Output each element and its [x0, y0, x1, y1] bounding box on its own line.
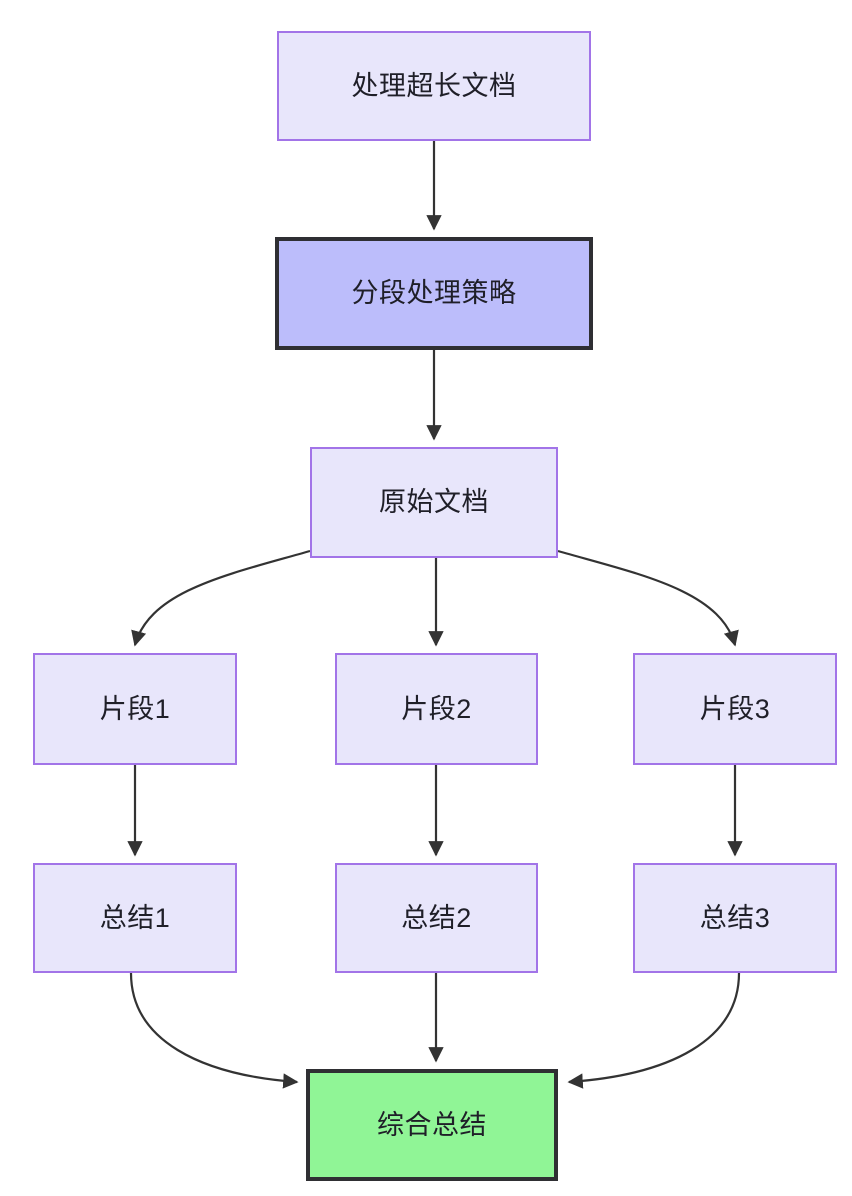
node-summary-3[interactable]: 总结3 [633, 863, 837, 973]
node-label: 总结3 [699, 902, 771, 933]
node-label: 总结1 [99, 902, 171, 933]
edge-original-to-frag1 [131, 549, 311, 647]
node-label: 总结2 [401, 902, 472, 933]
edge-sum1-to-final [129, 972, 299, 1089]
node-process-long-document[interactable]: 处理超长文档 [277, 31, 591, 141]
node-comprehensive-summary[interactable]: 综合总结 [306, 1069, 558, 1181]
node-label: 片段2 [401, 693, 472, 724]
node-fragment-1[interactable]: 片段1 [33, 653, 237, 765]
node-label: 综合总结 [377, 1109, 487, 1140]
node-label: 原始文档 [379, 487, 489, 518]
edge-original-to-frag3 [557, 549, 739, 647]
node-summary-1[interactable]: 总结1 [33, 863, 237, 973]
node-chunking-strategy[interactable]: 分段处理策略 [275, 237, 593, 350]
node-label: 片段1 [99, 693, 171, 724]
node-fragment-2[interactable]: 片段2 [335, 653, 538, 765]
edge-sum3-to-final [567, 972, 741, 1089]
node-label: 分段处理策略 [351, 278, 517, 309]
node-label: 处理超长文档 [351, 70, 517, 101]
node-original-document[interactable]: 原始文档 [310, 447, 558, 558]
node-label: 片段3 [699, 693, 771, 724]
node-fragment-3[interactable]: 片段3 [633, 653, 837, 765]
node-summary-2[interactable]: 总结2 [335, 863, 538, 973]
